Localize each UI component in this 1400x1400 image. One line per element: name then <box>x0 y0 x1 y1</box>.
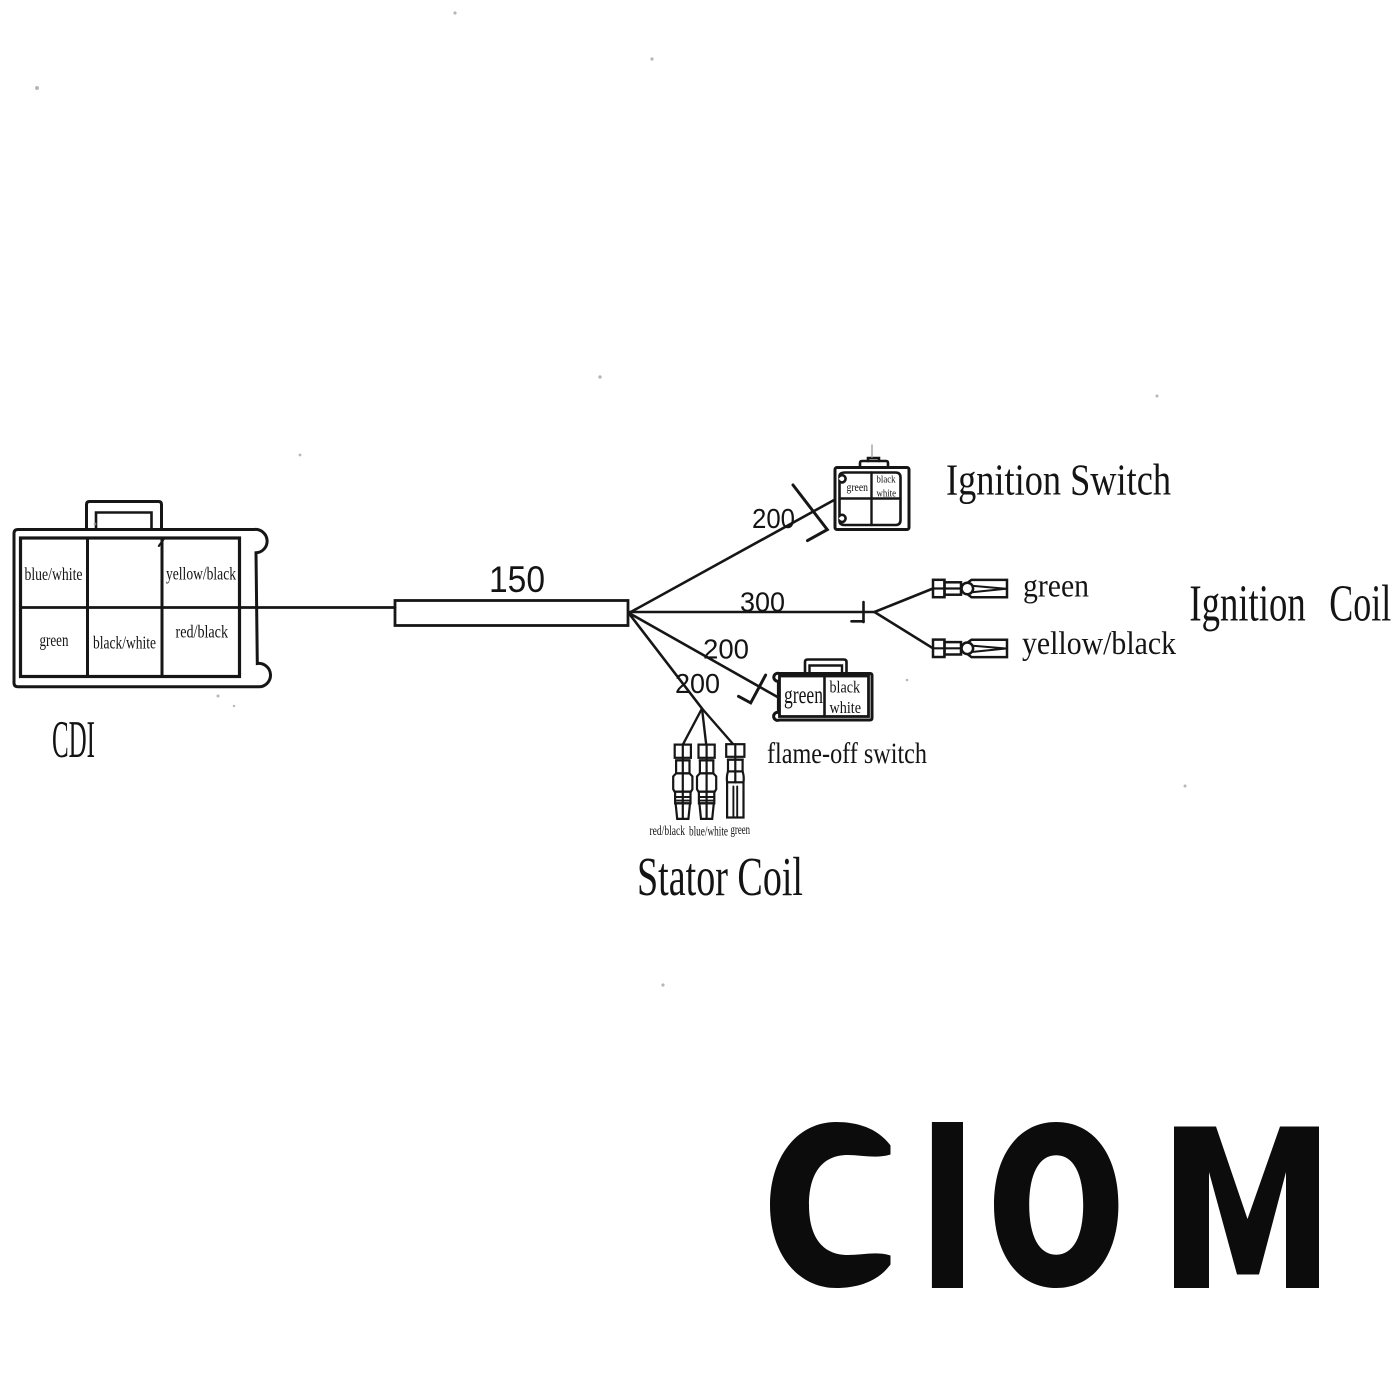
svg-text:Stator Coil: Stator Coil <box>637 846 803 907</box>
svg-text:red/black: red/black <box>176 622 229 642</box>
svg-text:black/white: black/white <box>93 633 156 653</box>
svg-text:green: green <box>731 823 751 838</box>
svg-text:CDI: CDI <box>52 711 95 769</box>
svg-text:Ignition: Ignition <box>1189 576 1305 633</box>
svg-text:green: green <box>847 482 869 494</box>
svg-text:yellow/black: yellow/black <box>166 564 236 584</box>
svg-text:200: 200 <box>703 634 749 665</box>
svg-text:blue/white: blue/white <box>25 564 83 584</box>
svg-text:green: green <box>784 682 823 709</box>
svg-text:white: white <box>830 698 862 717</box>
svg-text:300: 300 <box>740 587 785 618</box>
svg-text:white: white <box>877 488 897 500</box>
svg-text:green: green <box>40 630 69 650</box>
svg-text:blue/white: blue/white <box>689 825 728 840</box>
svg-text:green: green <box>1023 569 1089 605</box>
svg-text:200: 200 <box>752 503 795 534</box>
svg-text:150: 150 <box>489 559 545 600</box>
svg-text:Coil: Coil <box>1329 576 1391 633</box>
svg-text:black: black <box>877 474 896 486</box>
svg-text:yellow/black: yellow/black <box>1022 626 1176 662</box>
svg-text:flame-off switch: flame-off switch <box>767 737 927 770</box>
svg-text:200: 200 <box>675 668 720 699</box>
svg-text:black: black <box>830 678 861 697</box>
svg-text:red/black: red/black <box>650 824 686 839</box>
svg-text:Ignition Switch: Ignition Switch <box>946 456 1171 505</box>
